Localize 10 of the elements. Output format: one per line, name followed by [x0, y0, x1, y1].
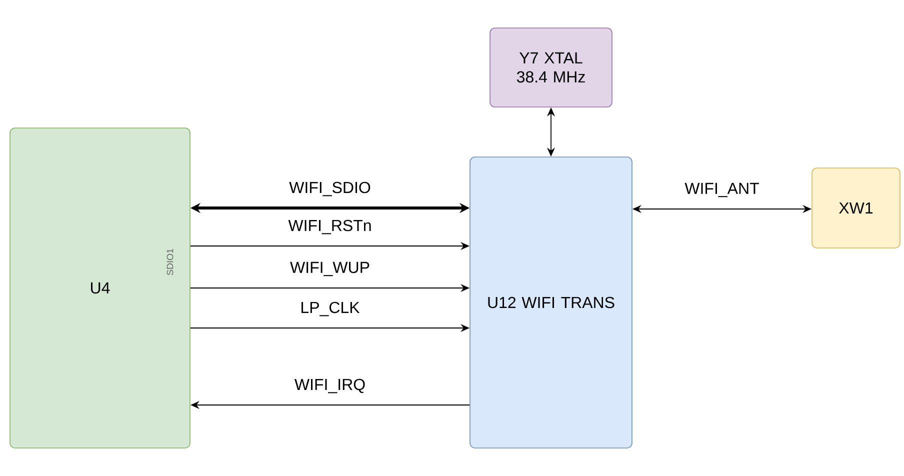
signal-label: WIFI_WUP — [289, 260, 371, 278]
signal-label: WIFI_ANT — [684, 182, 760, 198]
port-label: SDIO1 — [166, 248, 174, 276]
block-box: XW1 — [812, 168, 900, 248]
signal-label: WIFI_IRQ — [293, 378, 367, 394]
block-box: U12 WIFI TRANS — [470, 156, 632, 448]
signal-label: WIFI_RSTn — [287, 218, 373, 236]
signal-label: LP_CLK — [299, 300, 361, 318]
signal-label: WIFI_SDIO — [288, 180, 372, 198]
block-box: Y7 XTAL 38.4 MHz — [490, 28, 612, 108]
